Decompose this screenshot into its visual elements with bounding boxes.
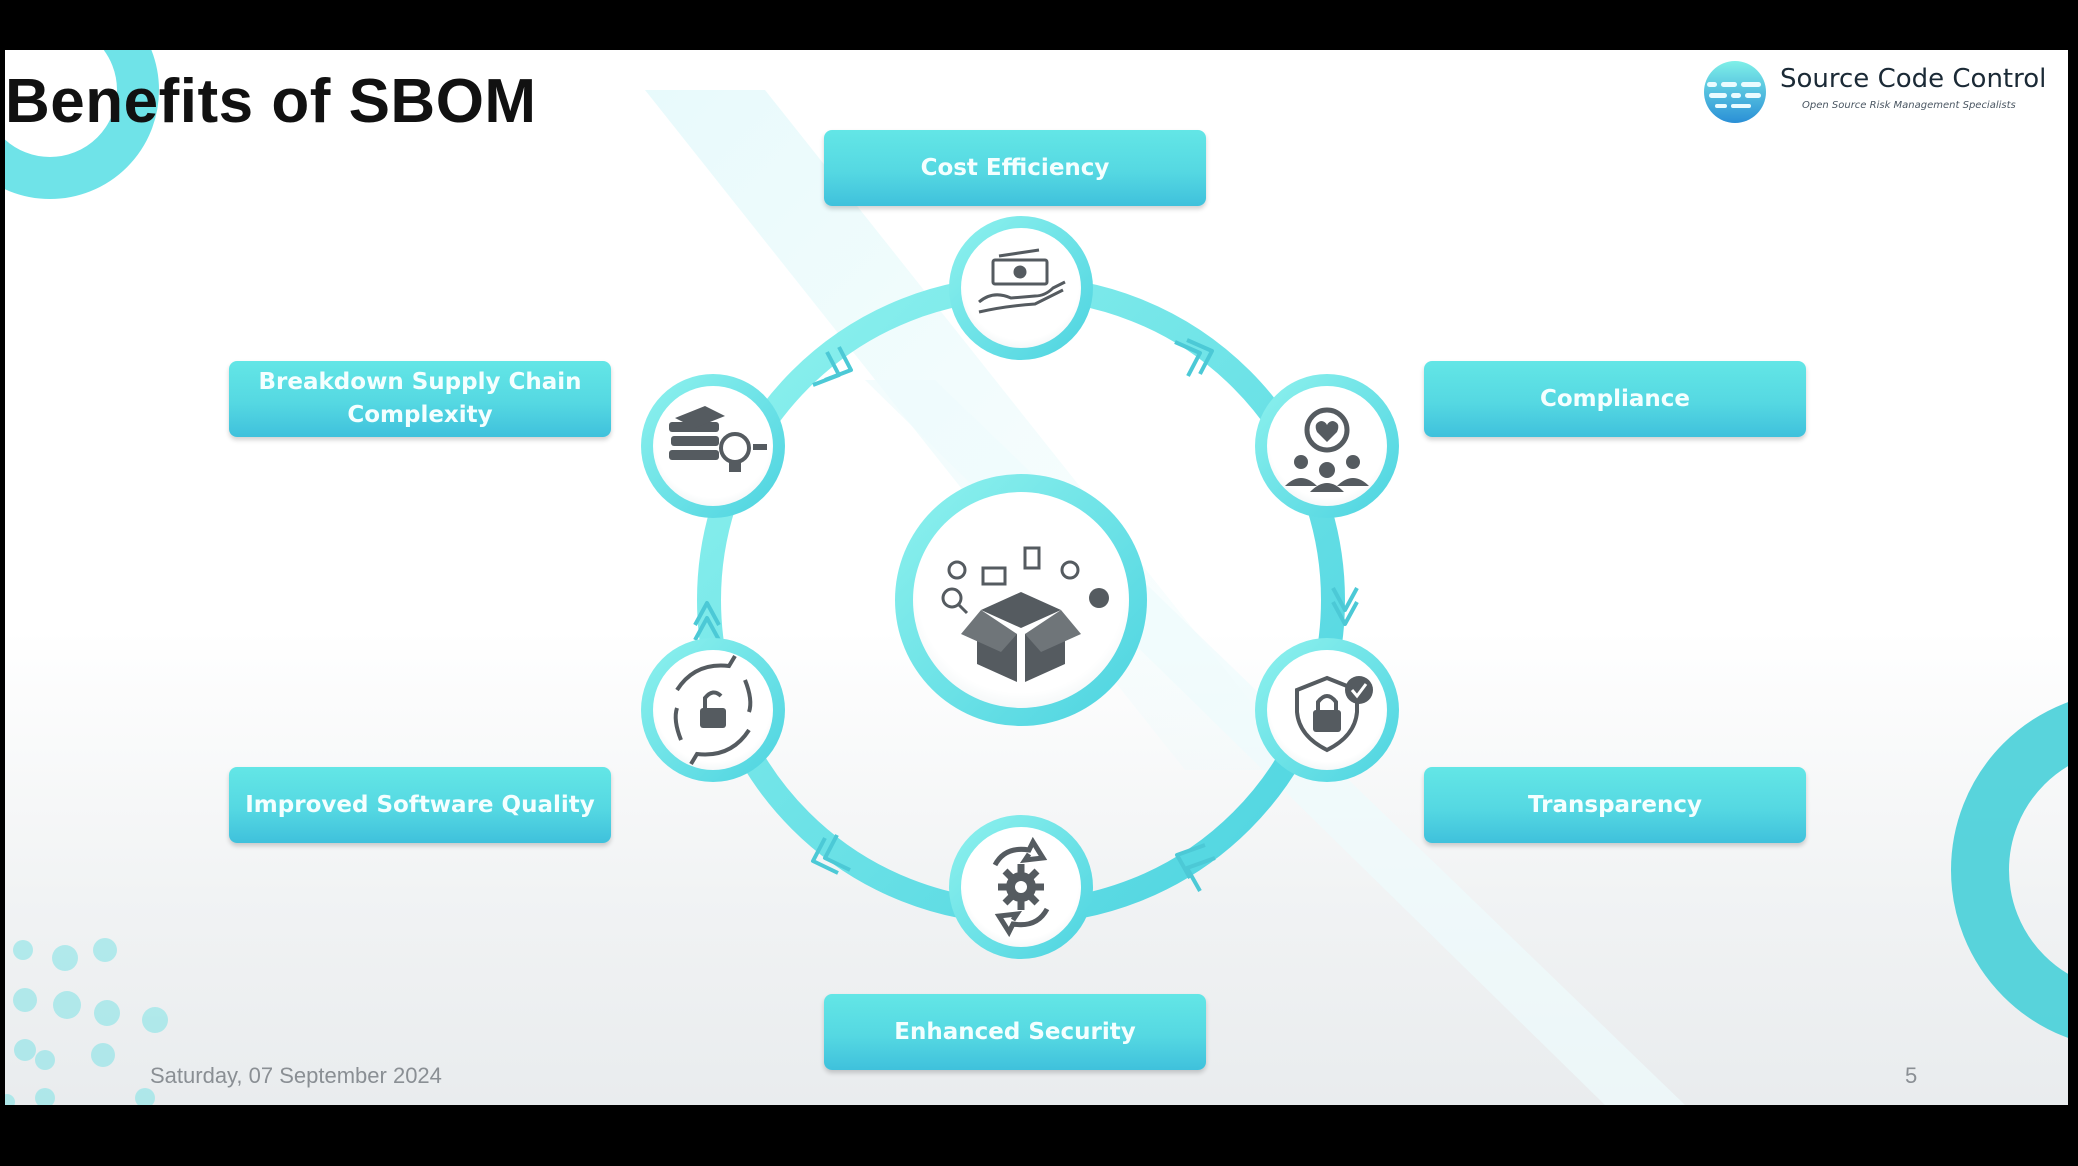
label-transparency: Transparency <box>1424 767 1806 843</box>
slide-title: Benefits of SBOM <box>5 67 537 136</box>
logo-tagline: Open Source Risk Management Specialists <box>1802 100 2016 111</box>
label-supply-chain-line1: Breakdown Supply Chain <box>258 369 582 395</box>
company-logo: Source Code Control Open Source Risk Man… <box>1699 56 2059 126</box>
node-compliance <box>1255 374 1399 518</box>
logo-name: Source Code Control <box>1780 64 2047 94</box>
slide-page-number: 5 <box>1905 1063 1918 1088</box>
node-cost-efficiency <box>949 216 1093 360</box>
slide: Benefits of SBOM Source Code Control Ope… <box>5 50 2068 1105</box>
label-compliance: Compliance <box>1424 361 1806 437</box>
cycle-arrows <box>693 338 1359 892</box>
label-supply-chain-line2: Complexity <box>347 402 493 428</box>
slide-date: Saturday, 07 September 2024 <box>150 1063 442 1088</box>
shield-lock-icon <box>1295 675 1373 753</box>
gear-refresh-icon <box>992 836 1050 938</box>
logo-globe-icon <box>1704 61 1766 123</box>
books-lightbulb-icon <box>669 406 767 472</box>
label-cost-efficiency: Cost Efficiency <box>824 130 1206 206</box>
open-box-icon <box>941 546 1109 682</box>
benefits-cycle-diagram <box>641 216 1399 959</box>
people-heart-icon <box>1285 407 1369 492</box>
label-enhanced-security: Enhanced Security <box>824 994 1206 1070</box>
label-supply-chain: Breakdown Supply Chain Complexity <box>229 361 611 437</box>
unlock-refresh-icon <box>673 654 753 766</box>
money-hand-icon <box>978 248 1066 314</box>
label-improved-quality: Improved Software Quality <box>229 767 611 843</box>
